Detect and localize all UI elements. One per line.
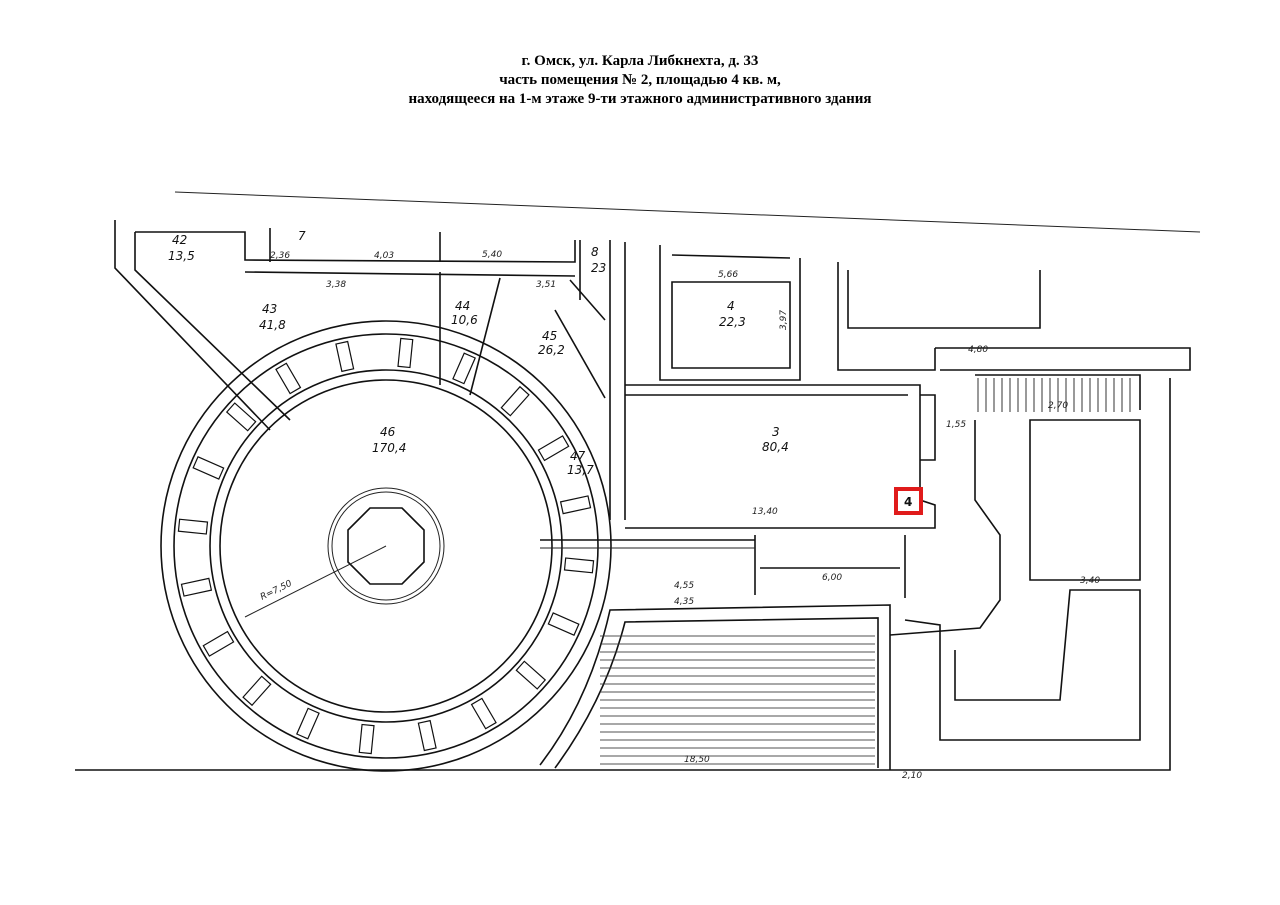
room-46-number: 46 [380,425,396,439]
column-block [547,612,580,636]
room-43-area: 41,8 [259,318,286,332]
room-46-area: 170,4 [372,441,406,455]
dim-label: 3,40 [1080,576,1100,586]
column-block [563,557,595,574]
room-47-area: 13,7 [567,463,594,477]
dim-label: 6,00 [822,573,842,583]
column-block [296,707,320,740]
radius-label: R=7,50 [259,579,294,603]
column-block [470,697,497,730]
highlight-label: 4 [904,495,912,509]
header-premises: часть помещения № 2, площадью 4 кв. м, [499,72,781,88]
room-8-area: 23 [591,261,606,275]
dim-label: 2,36 [270,251,290,261]
column-block [177,518,209,535]
dim-label: 3,51 [536,280,556,290]
column-block [515,660,547,690]
dim-label: 5,66 [718,270,738,280]
room-44-area: 10,6 [451,313,478,327]
dim-label: 2,10 [902,771,922,781]
column-block [537,435,570,462]
room-4-number: 4 [727,299,735,313]
dim-label: 18,50 [684,755,710,765]
column-block [202,630,235,657]
room-44-number: 44 [455,299,470,313]
room-42-area: 13,5 [168,249,195,263]
column-block [192,456,225,480]
room-8-number: 8 [591,245,599,259]
dim-label: 4,35 [674,597,694,607]
dim-label: 3,38 [326,280,346,290]
header-floor: находящееся на 1-м этаже 9-ти этажного а… [408,91,872,107]
room-7-number: 7 [298,229,306,243]
dim-label: 5,40 [482,250,502,260]
room-43-number: 43 [262,302,277,316]
column-block [500,385,530,417]
room-4-area: 22,3 [719,315,746,329]
highlighted-premises: 4 [894,487,923,515]
column-block [275,362,302,395]
dim-label: 4,03 [374,251,394,261]
dim-label: 13,40 [752,507,778,517]
column-block [335,340,355,373]
left-wing [114,220,626,520]
document-header: г. Омск, ул. Карла Либкнехта, д. 33 част… [0,52,1280,109]
room-45-number: 45 [542,329,557,343]
column-block [397,337,414,369]
column-block [225,402,257,432]
dim-label: 2,70 [1048,401,1068,411]
dim-label: 4,55 [674,581,694,591]
dim-label: 1,55 [946,420,966,430]
header-address: г. Омск, ул. Карла Либкнехта, д. 33 [521,53,759,69]
column-block [358,723,375,755]
terrace [75,374,1171,771]
room-42-number: 42 [172,233,187,247]
column-block [417,719,437,752]
column-block [452,352,476,385]
room-3-number: 3 [772,425,780,439]
column-block [242,675,272,707]
rotunda [160,320,612,772]
room-47-number: 47 [570,449,586,463]
central-block [540,245,1191,598]
rotunda-columns [177,337,595,755]
room-45-area: 26,2 [538,343,565,357]
boundary-line [174,191,1201,233]
dim-label: 3,97 [779,310,789,330]
column-block [180,577,213,597]
column-block [559,495,592,515]
room-labels: 42 13,5 43 41,8 44 10,6 45 26,2 46 170,4… [168,229,789,477]
dim-label: 4,80 [968,345,988,355]
room-3-area: 80,4 [762,440,789,454]
